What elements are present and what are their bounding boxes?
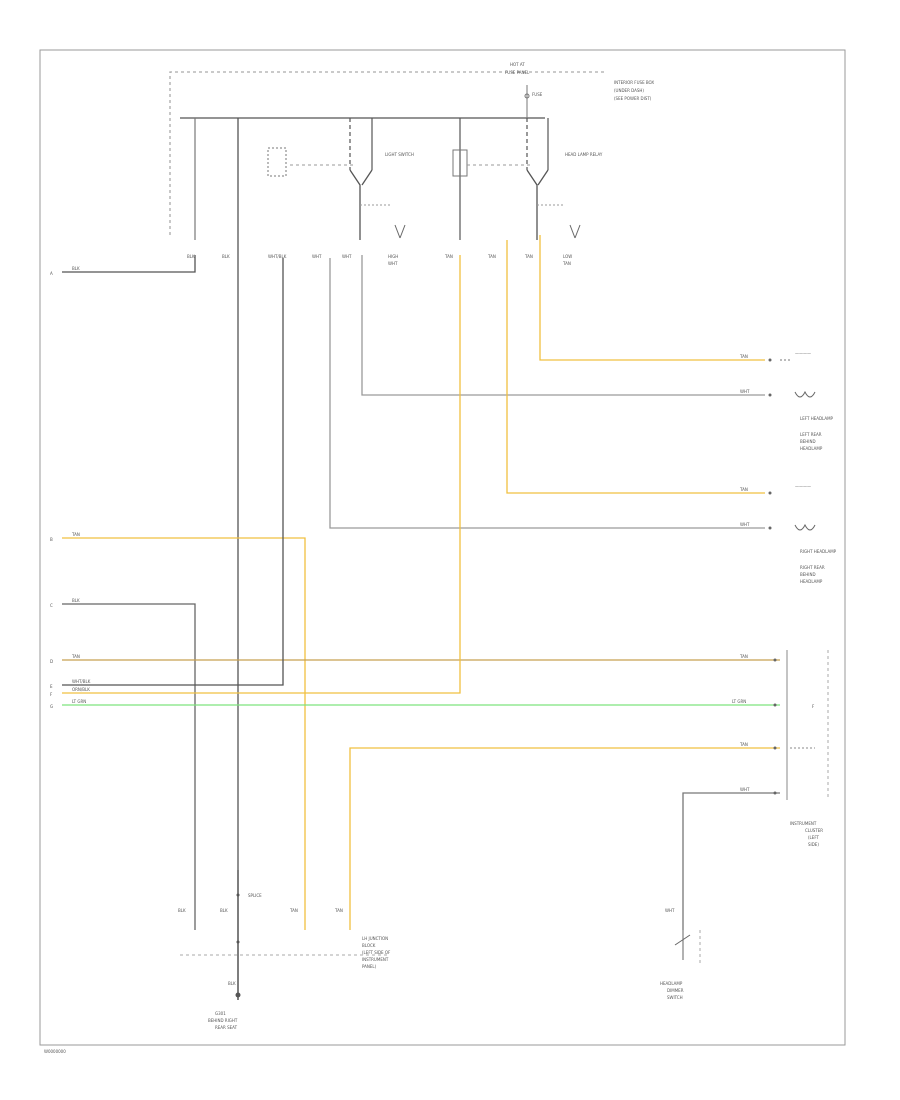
pin-label: WHT (342, 254, 352, 259)
lamp2-title: RIGHT HEADLAMP (800, 549, 837, 554)
cluster-title: INSTRUMENT (790, 821, 817, 826)
relay-left-label: LIGHT SWITCH (385, 152, 414, 157)
svg-text:SPLICE: SPLICE (248, 893, 262, 898)
svg-text:RIGHT REAR: RIGHT REAR (800, 565, 825, 570)
wire-wht-switch (682, 792, 780, 930)
left-headlamp-component: TAN ———— WHT LEFT HEADLAMP LEFT REAR BEH… (739, 351, 834, 451)
svg-text:BLK: BLK (178, 908, 186, 913)
svg-text:PANEL): PANEL) (362, 964, 377, 969)
svg-text:TAN: TAN (739, 354, 748, 359)
top-power-section: HOT AT FUSE PANEL INTERIOR FUSE BOX (UND… (169, 62, 654, 235)
left-wire-label: LT GRN (72, 699, 86, 704)
svg-text:D: D (50, 659, 53, 664)
pin-label: TAN (444, 254, 453, 259)
ind2-label: LOW (563, 254, 572, 259)
svg-text:DIMMER: DIMMER (667, 988, 684, 993)
pin-label: TAN (487, 254, 496, 259)
svg-text:WHT: WHT (740, 522, 750, 527)
left-wire-label: ORN/BLK (72, 687, 90, 692)
svg-text:INSTRUMENT: INSTRUMENT (362, 957, 389, 962)
pin-label: WHT (388, 261, 398, 266)
wire-tan-left (62, 537, 306, 930)
svg-text:BLK: BLK (220, 908, 228, 913)
svg-text:CLUSTER: CLUSTER (805, 828, 823, 833)
left-wire-label: BLK (72, 598, 80, 603)
wires (62, 235, 780, 930)
wire-tan-lamp1 (539, 235, 765, 361)
wire-blk-left (62, 603, 196, 930)
footer-code: W0000000 (44, 1049, 66, 1054)
svg-text:————: ———— (795, 484, 811, 489)
left-edge-labels: BLK TAN BLK TAN WHT/BLK ORN/BLK LT GRN A… (50, 266, 91, 709)
fuse-label: FUSE PANEL (505, 70, 530, 75)
svg-text:E: E (50, 684, 53, 689)
wire-orn-left (62, 255, 461, 694)
svg-text:BEHIND: BEHIND (800, 572, 816, 577)
lamp1-title: LEFT HEADLAMP (800, 416, 834, 421)
wire-tan-bottom (349, 747, 780, 930)
hot-label: HOT AT (510, 62, 525, 67)
pin-label: WHT/BLK (268, 254, 287, 259)
wire-wht-lamp1 (361, 255, 765, 396)
pin-label: TAN (524, 254, 533, 259)
svg-text:B: B (50, 537, 53, 542)
note3-label: (SEE POWER DIST) (614, 96, 652, 101)
svg-text:LEFT REAR: LEFT REAR (800, 432, 822, 437)
svg-text:REAR SEAT: REAR SEAT (215, 1025, 238, 1030)
svg-text:(LEFT: (LEFT (808, 835, 820, 840)
wire-wht-blk-left (62, 258, 284, 686)
svg-text:WHT: WHT (665, 908, 675, 913)
connector-pins-row: BLK BLK WHT/BLK WHT WHT WHT TAN TAN TAN … (187, 254, 571, 266)
svg-text:FUSE: FUSE (532, 92, 543, 97)
wire-wht-lamp2 (329, 258, 765, 529)
ind1-label: HIGH (388, 254, 398, 259)
svg-text:F: F (50, 692, 53, 697)
svg-text:HEADLAMP: HEADLAMP (800, 579, 823, 584)
svg-text:TAN: TAN (739, 742, 748, 747)
svg-text:G: G (50, 704, 53, 709)
svg-text:BLK: BLK (228, 981, 236, 986)
svg-text:BEHIND RIGHT: BEHIND RIGHT (208, 1018, 238, 1023)
instrument-cluster-component: TAN LT GRN TAN WHT F INSTRUMENT CLUSTER … (732, 650, 829, 847)
ground-title: G301 (215, 1011, 226, 1016)
pin-label: BLK (222, 254, 230, 259)
svg-text:————: ———— (795, 351, 811, 356)
svg-text:F: F (812, 704, 815, 709)
note2-label: (UNDER DASH) (614, 88, 644, 93)
svg-text:HEADLAMP: HEADLAMP (800, 446, 823, 451)
svg-text:LT GRN: LT GRN (732, 699, 746, 704)
relay-right-label: HEAD LAMP RELAY (565, 152, 603, 157)
svg-text:WHT: WHT (740, 389, 750, 394)
svg-text:C: C (50, 603, 53, 608)
svg-text:SIDE): SIDE) (808, 842, 819, 847)
connector-title: LH JUNCTION (362, 936, 388, 941)
svg-text:(LEFT SIDE OF: (LEFT SIDE OF (362, 950, 391, 955)
right-headlamp-component: TAN ———— WHT RIGHT HEADLAMP RIGHT REAR B… (739, 484, 837, 584)
left-wire-label: TAN (71, 654, 80, 659)
svg-text:SWITCH: SWITCH (667, 995, 683, 1000)
relay-section: LIGHT SWITCH HEAD LAMP RELAY HIGH LOW (194, 118, 603, 1000)
left-wire-label: TAN (71, 532, 80, 537)
pin-label: WHT (312, 254, 322, 259)
pin-label: TAN (562, 261, 571, 266)
note-label: INTERIOR FUSE BOX (614, 80, 654, 85)
svg-text:TAN: TAN (289, 908, 298, 913)
svg-text:BLOCK: BLOCK (362, 943, 376, 948)
svg-text:TAN: TAN (739, 654, 748, 659)
svg-text:BEHIND: BEHIND (800, 439, 816, 444)
svg-text:A: A (50, 271, 53, 276)
left-wire-label: WHT/BLK (72, 679, 91, 684)
bottom-ground-section: SPLICE BLK BLK TAN TAN WHT BLK G301 BEHI… (178, 870, 701, 1030)
pin-label: BLK (187, 254, 195, 259)
svg-text:TAN: TAN (739, 487, 748, 492)
left-wire-label: BLK (72, 266, 80, 271)
wire-blk-top (62, 255, 196, 273)
switch-title: HEADLAMP (660, 981, 683, 986)
svg-text:TAN: TAN (334, 908, 343, 913)
diagram-frame (39, 49, 846, 1046)
svg-text:WHT: WHT (740, 787, 750, 792)
wire-tan-lamp2 (506, 240, 765, 494)
